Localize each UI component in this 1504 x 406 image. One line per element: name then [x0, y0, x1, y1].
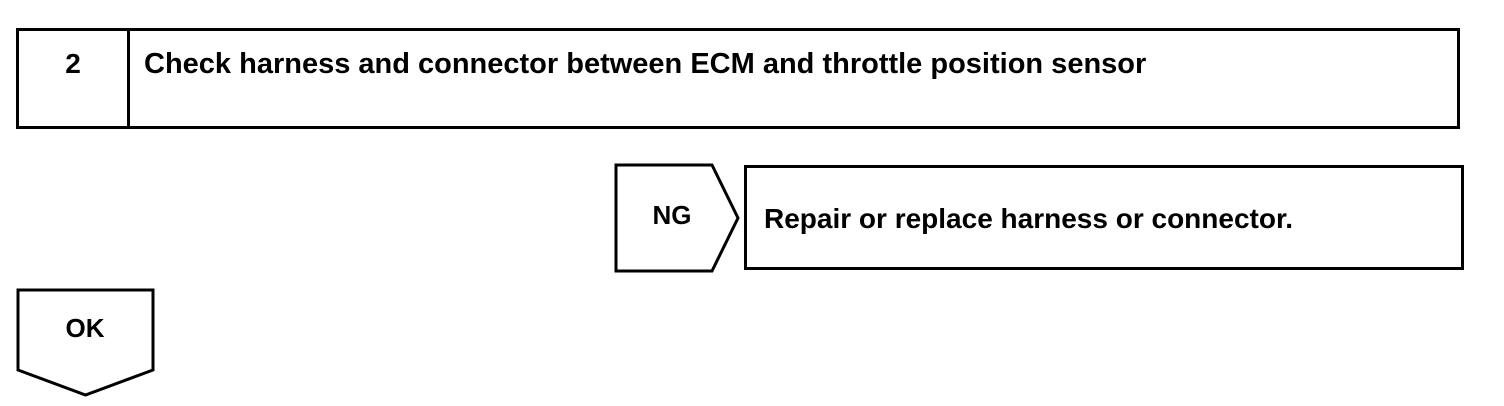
- ng-arrow-shape: [614, 163, 740, 273]
- step-number: 2: [65, 48, 81, 79]
- step-number-cell: 2: [19, 31, 130, 126]
- ng-label: NG: [652, 200, 692, 230]
- ng-action-box: Repair or replace harness or connector.: [744, 165, 1464, 270]
- step-box: 2 Check harness and connector between EC…: [16, 28, 1460, 129]
- ng-action-text: Repair or replace harness or connector.: [764, 203, 1294, 234]
- step-title: Check harness and connector between ECM …: [144, 48, 1147, 80]
- ok-arrow-shape: [16, 288, 155, 397]
- ok-label: OK: [65, 313, 105, 343]
